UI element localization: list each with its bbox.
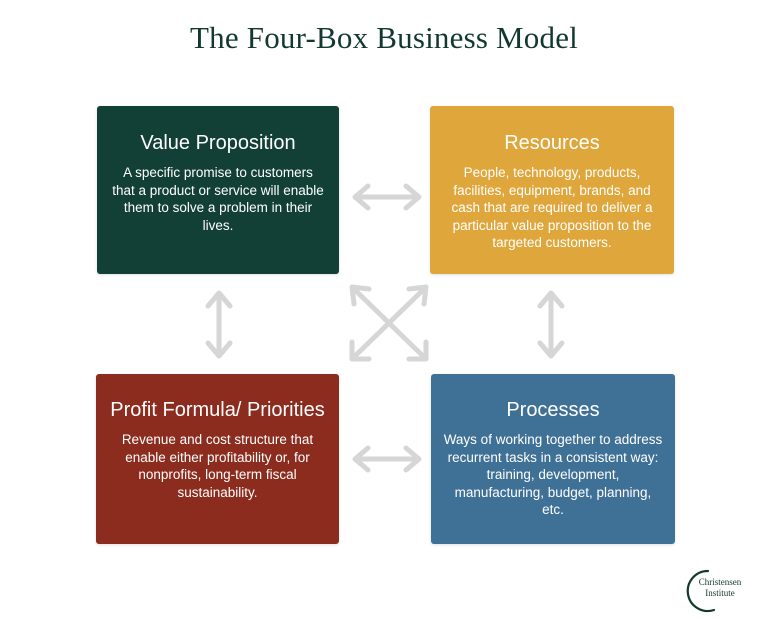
christensen-institute-logo: Christensen Institute [678, 568, 748, 614]
diagram-title: The Four-Box Business Model [190, 20, 578, 55]
logo-crescent-icon [686, 569, 716, 613]
arrow-diagonal-cross-icon [349, 284, 429, 362]
logo-text: Christensen Institute [692, 577, 748, 599]
profit-formula-box: Profit Formula/ Priorities Revenue and c… [96, 374, 339, 544]
arrow-bottom-horizontal-icon [352, 445, 422, 473]
value-proposition-description: A specific promise to customers that a p… [112, 165, 324, 233]
logo-line-1: Christensen [698, 577, 742, 587]
resources-title: Resources [504, 132, 600, 154]
processes-box: Processes Ways of working together to ad… [431, 374, 675, 544]
arrow-top-horizontal-icon [352, 183, 422, 211]
processes-description: Ways of working together to address recu… [443, 432, 663, 517]
resources-box: Resources People, technology, products, … [430, 106, 674, 274]
arrow-left-vertical-icon [205, 290, 233, 359]
profit-formula-title: Profit Formula/ Priorities [110, 399, 325, 421]
processes-title: Processes [506, 399, 600, 421]
logo-line-2: Institute [705, 588, 735, 598]
resources-description: People, technology, products, facilities… [451, 165, 653, 250]
profit-formula-description: Revenue and cost structure that enable e… [121, 432, 314, 500]
arrow-right-vertical-icon [537, 290, 565, 359]
value-proposition-box: Value Proposition A specific promise to … [97, 106, 339, 274]
value-proposition-title: Value Proposition [140, 132, 296, 154]
